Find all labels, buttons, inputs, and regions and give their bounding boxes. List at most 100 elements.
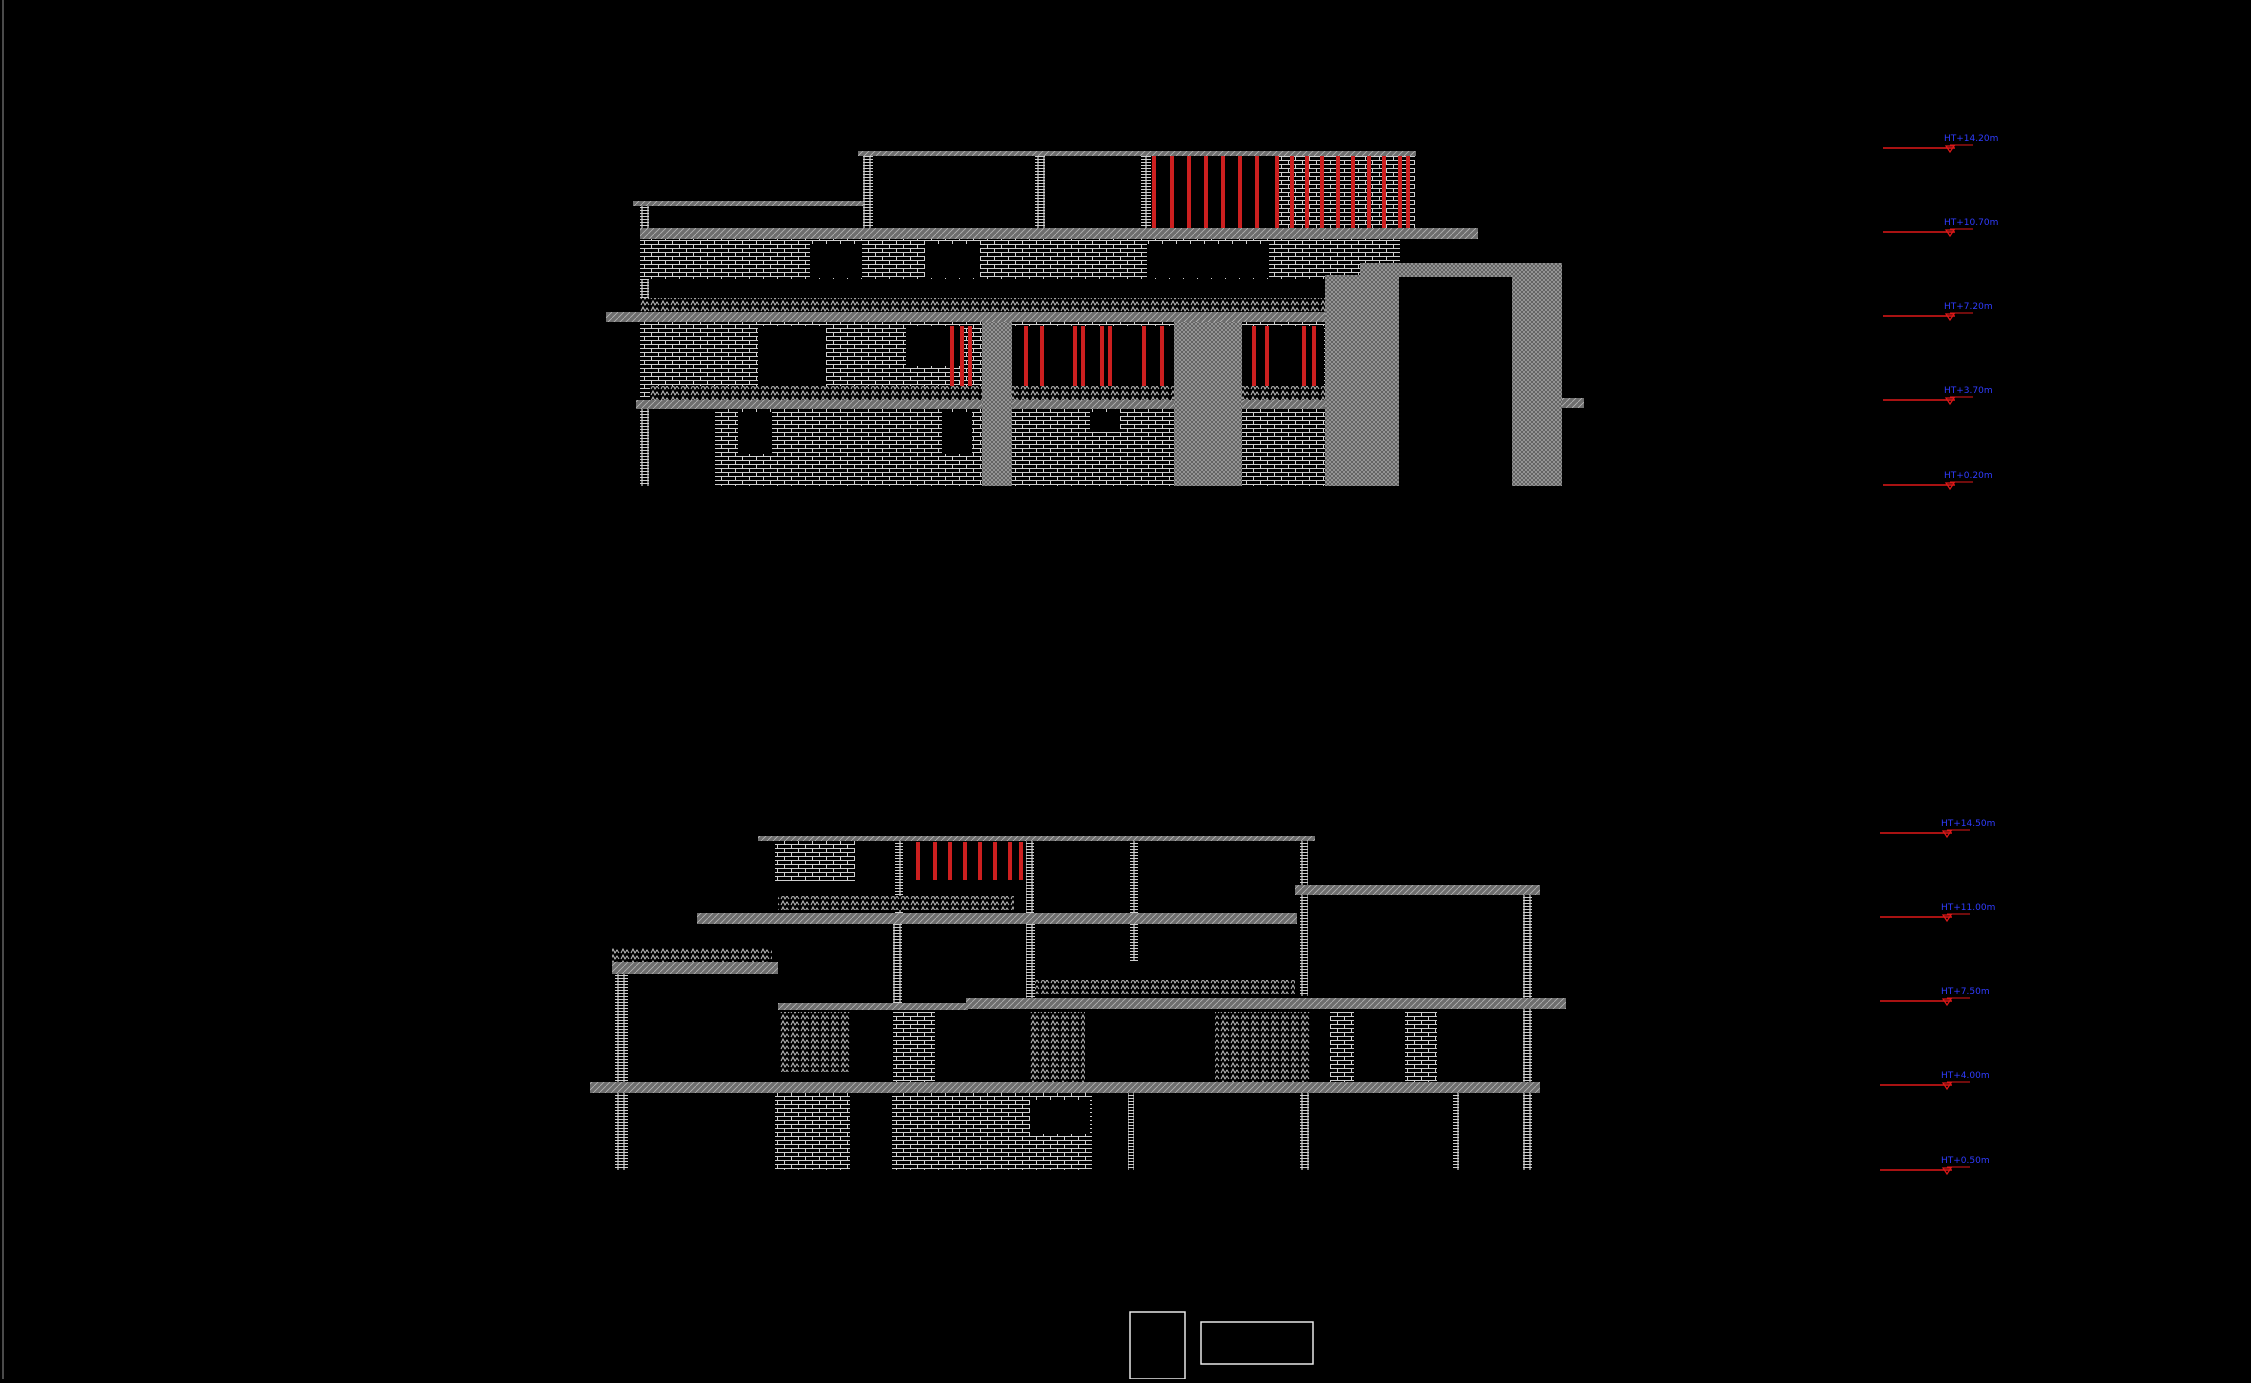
red-louvers xyxy=(916,842,1023,880)
red-louver-fin xyxy=(1008,842,1012,880)
second-floor-slab xyxy=(966,998,1566,1009)
gate-lintel xyxy=(1360,263,1562,277)
third-floor-slab xyxy=(697,913,1297,924)
second-floor-slab xyxy=(778,1003,968,1010)
red-louver-fin xyxy=(1305,156,1309,228)
red-louver-fin xyxy=(1398,156,1402,228)
red-louver-fin xyxy=(1290,156,1294,228)
red-louver-fin xyxy=(950,326,954,400)
level-label: HT+11.00m xyxy=(1941,903,1995,913)
level-label: HT+14.50m xyxy=(1941,819,1995,829)
right-wing-roof xyxy=(1295,885,1540,895)
stone-column xyxy=(1174,322,1242,486)
level-label: HT+0.50m xyxy=(1941,1156,1990,1166)
top-floor-column xyxy=(1141,156,1151,232)
red-louver-fin xyxy=(1187,156,1191,228)
level-markers-bottom: HT+14.50mHT+11.00mHT+7.50mHT+4.00mHT+0.5… xyxy=(1880,819,1995,1176)
red-louver-fin xyxy=(948,842,952,880)
level-triangle-icon xyxy=(1941,830,1953,839)
left-wing-planter xyxy=(612,948,772,962)
red-louvers xyxy=(1152,156,1410,228)
red-louver-fin xyxy=(1081,326,1085,400)
level-triangle-icon xyxy=(1941,1167,1953,1176)
front-elevation xyxy=(606,151,1584,486)
red-louver-fin xyxy=(960,326,964,400)
brick-pier xyxy=(893,1012,935,1082)
stone-tower xyxy=(1325,275,1399,486)
level-triangle-icon xyxy=(1941,914,1953,923)
viewport-left-edge xyxy=(2,0,4,1379)
red-louver-fin xyxy=(978,842,982,880)
top-floor-column xyxy=(1130,841,1138,961)
top-floor-brick-wall xyxy=(775,841,855,881)
level-triangle-icon xyxy=(1941,998,1953,1007)
window-opening xyxy=(1147,244,1269,278)
top-floor-column xyxy=(1035,156,1045,232)
window-opening xyxy=(810,244,862,278)
level-triangle-icon xyxy=(1944,313,1956,322)
first-floor-slab xyxy=(590,1082,1540,1093)
red-louver-fin xyxy=(933,842,937,880)
red-louver-fin xyxy=(1265,326,1269,400)
red-louver-fin xyxy=(1024,326,1028,400)
red-louver-fin xyxy=(1367,156,1371,228)
window-opening xyxy=(942,412,972,454)
boundary-wall xyxy=(1562,398,1584,408)
ground-floor-brick-wall xyxy=(775,1093,850,1170)
red-louver-fin xyxy=(963,842,967,880)
red-louver-fin xyxy=(993,842,997,880)
red-louver-fin xyxy=(1255,156,1259,228)
viewport-frame-wide xyxy=(1200,1321,1314,1365)
top-floor-column xyxy=(1026,841,1034,916)
railing xyxy=(1030,1012,1085,1082)
window-opening xyxy=(1090,412,1120,432)
planter-strip xyxy=(778,896,1014,910)
level-triangle-icon xyxy=(1944,229,1956,238)
planter-strip xyxy=(1035,980,1295,994)
red-louvers xyxy=(950,326,1316,400)
red-louver-fin xyxy=(1275,156,1279,228)
ground-column xyxy=(1128,1093,1134,1170)
red-louver-fin xyxy=(916,842,920,880)
left-roof-parapet xyxy=(633,201,865,206)
level-label: HT+7.50m xyxy=(1941,987,1990,997)
level-markers-top: HT+14.20mHT+10.70mHT+7.20mHT+3.70mHT+0.2… xyxy=(1883,134,1998,491)
red-louver-fin xyxy=(1073,326,1077,400)
red-louver-fin xyxy=(1382,156,1386,228)
railing xyxy=(780,1012,850,1072)
ground-column xyxy=(1300,1093,1309,1170)
gate-pillar xyxy=(1512,263,1562,486)
red-louver-fin xyxy=(1238,156,1242,228)
level-triangle-icon xyxy=(1944,145,1956,154)
red-louver-fin xyxy=(1302,326,1306,400)
second-floor-slab xyxy=(606,312,1363,322)
side-elevation xyxy=(590,836,1566,1170)
planter-strip xyxy=(640,298,1360,312)
second-floor-brick-wall xyxy=(640,239,1400,279)
left-wing-slab xyxy=(612,962,778,974)
red-louver-fin xyxy=(1221,156,1225,228)
right-wing-column xyxy=(1523,895,1532,1170)
red-louver-fin xyxy=(1100,326,1104,400)
level-label: HT+4.00m xyxy=(1941,1071,1990,1081)
railing xyxy=(1215,1012,1310,1082)
stone-column xyxy=(982,322,1012,486)
left-wing-column xyxy=(615,974,628,1170)
level-label: HT+0.20m xyxy=(1944,471,1993,481)
level-label: HT+3.70m xyxy=(1944,386,1993,396)
window-opening xyxy=(925,244,980,278)
door-opening xyxy=(1030,1100,1090,1134)
red-louver-fin xyxy=(1152,156,1156,228)
roof-parapet xyxy=(858,151,1416,156)
red-louver-fin xyxy=(1252,326,1256,400)
red-louver-fin xyxy=(1406,156,1410,228)
ground-column xyxy=(1453,1093,1459,1170)
red-louver-fin xyxy=(1160,326,1164,400)
red-louver-fin xyxy=(1336,156,1340,228)
red-louver-fin xyxy=(1320,156,1324,228)
red-louver-fin xyxy=(1108,326,1112,400)
brick-pier xyxy=(1330,1012,1354,1082)
level-triangle-icon xyxy=(1944,397,1956,406)
